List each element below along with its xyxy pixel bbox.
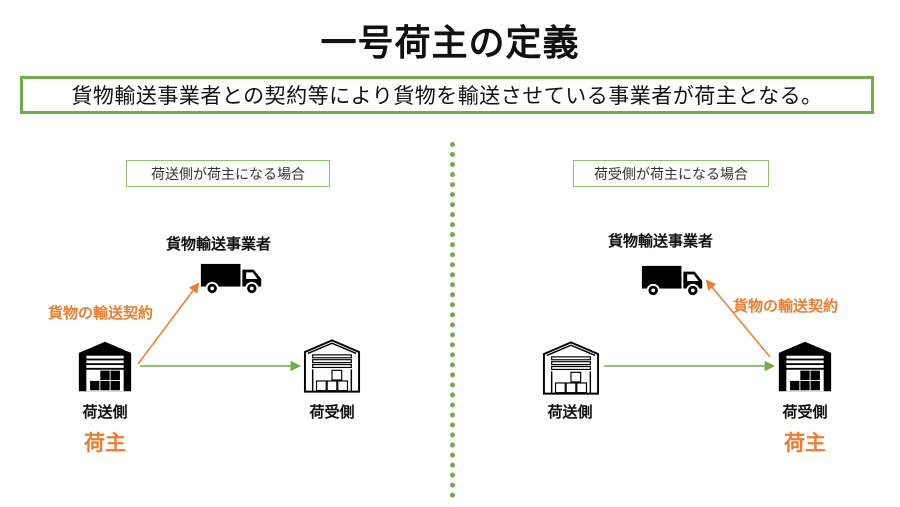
- right-contract-label: 貨物の輸送契約: [733, 297, 839, 315]
- left-contract-arrow: [137, 282, 200, 365]
- warehouse-filled-icon: [777, 339, 833, 393]
- right-contract-arrow: [705, 279, 771, 358]
- left-carrier-label: 貨物輸送事業者: [166, 235, 272, 253]
- left-shipper-label: 荷送側: [82, 403, 128, 421]
- definition-box: 貨物輸送事業者との契約等により貨物を輸送させている事業者が荷主となる。: [20, 76, 874, 114]
- left-contract-label: 貨物の輸送契約: [48, 304, 154, 322]
- right-case-label: 荷受側が荷主になる場合: [573, 160, 769, 187]
- right-receiver-role: 荷主: [784, 431, 826, 455]
- warehouse-filled-icon: [77, 339, 133, 393]
- right-receiver-label: 荷受側: [782, 403, 828, 421]
- truck-icon: [199, 260, 265, 298]
- left-shipper-role: 荷主: [84, 431, 126, 455]
- warehouse-outline-icon: [542, 340, 600, 395]
- truck-icon: [640, 262, 706, 300]
- left-case-label: 荷送側が荷主になる場合: [126, 160, 330, 187]
- left-receiver-label: 荷受側: [309, 403, 355, 421]
- warehouse-outline-icon: [303, 338, 361, 393]
- right-shipper-label: 荷送側: [547, 403, 593, 421]
- center-divider: [450, 142, 455, 498]
- right-carrier-label: 貨物輸送事業者: [608, 232, 714, 250]
- page-title: 一号荷主の定義: [320, 23, 580, 64]
- definition-text: 貨物輸送事業者との契約等により貨物を輸送させている事業者が荷主となる。: [71, 84, 823, 108]
